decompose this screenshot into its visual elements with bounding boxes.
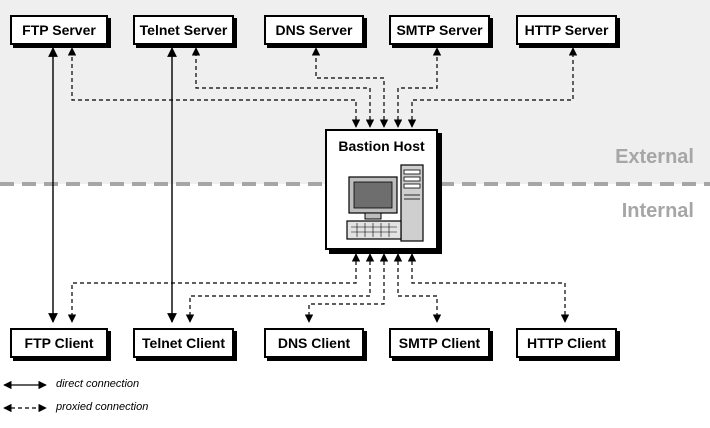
proxy-line-dns-client [304, 253, 389, 323]
ftp-server-box: FTP Server [10, 15, 108, 45]
ftp-client-box: FTP Client [10, 328, 108, 358]
proxy-line-http-client [407, 253, 570, 323]
dns-client-label: DNS Client [277, 335, 351, 351]
ftp-server-label: FTP Server [22, 22, 96, 38]
proxy-line-ftp-client [67, 253, 361, 323]
dns-client-box: DNS Client [264, 328, 364, 358]
bastion-host-box: Bastion Host [325, 129, 438, 250]
internal-zone-label: Internal [621, 200, 694, 222]
bastion-host-label: Bastion Host [338, 138, 425, 154]
http-server-label: HTTP Server [524, 22, 609, 38]
smtp-client-box: SMTP Client [389, 328, 490, 358]
proxy-line-telnet-client [185, 253, 375, 323]
http-server-box: HTTP Server [516, 15, 617, 45]
telnet-client-label: Telnet Client [142, 335, 225, 351]
legend-direct-label: direct connection [56, 378, 140, 390]
smtp-server-label: SMTP Server [396, 22, 483, 38]
legend-proxied-label: proxied connection [56, 401, 149, 413]
telnet-server-box: Telnet Server [133, 15, 234, 45]
smtp-server-box: SMTP Server [389, 15, 490, 45]
computer-icon [346, 164, 424, 242]
telnet-server-label: Telnet Server [139, 22, 228, 38]
external-zone-label: External [615, 146, 694, 168]
smtp-client-label: SMTP Client [398, 335, 481, 351]
proxy-line-telnet-server [191, 47, 375, 128]
http-client-box: HTTP Client [516, 328, 617, 358]
proxy-line-dns-server [311, 47, 389, 128]
proxy-line-smtp-client [393, 253, 442, 323]
proxied-connections-internal [67, 253, 570, 323]
telnet-client-box: Telnet Client [133, 328, 234, 358]
http-client-label: HTTP Client [526, 335, 607, 351]
dns-server-box: DNS Server [264, 15, 364, 45]
ftp-client-label: FTP Client [24, 335, 94, 351]
dns-server-label: DNS Server [275, 22, 353, 38]
proxy-line-http-server [407, 47, 578, 128]
proxied-connections-external [67, 47, 578, 128]
